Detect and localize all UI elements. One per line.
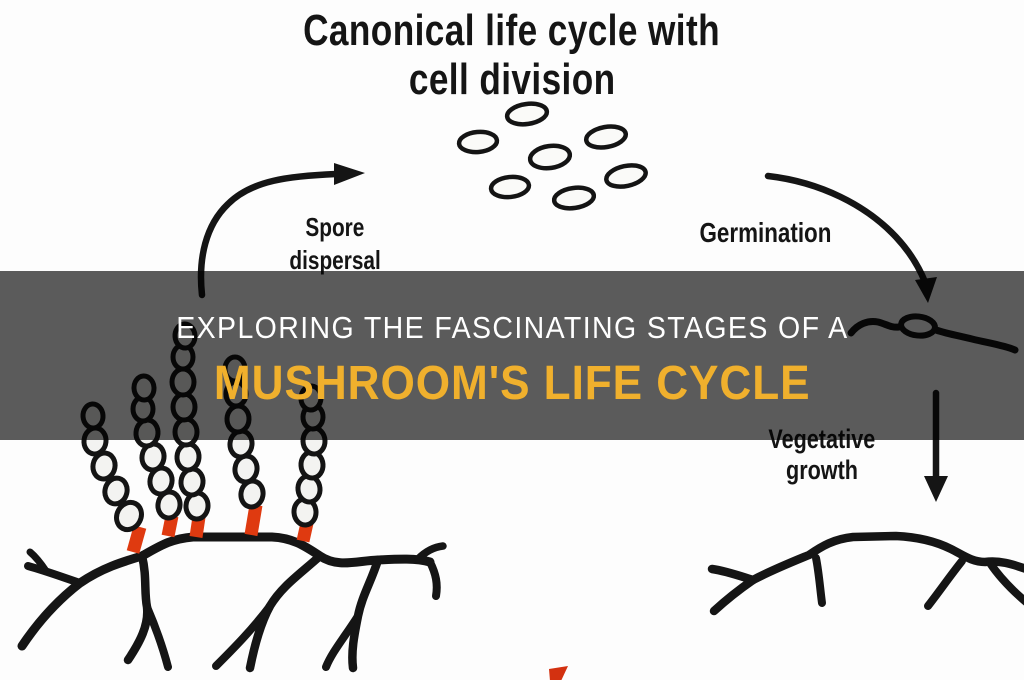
diagram-title: Canonical life cycle with cell division [0, 6, 1024, 105]
mature-mycelium-icon [17, 532, 447, 673]
label-germination: Germination [640, 217, 890, 249]
label-spore-dispersal-line1: Spore [305, 212, 365, 242]
diagram-title-line1: Canonical life cycle with [303, 6, 721, 55]
diagram-title-line2: cell division [408, 55, 616, 105]
label-spore-dispersal: Spore dispersal [230, 211, 440, 278]
young-mycelium-icon [707, 531, 1024, 616]
red-arrow-fragment-icon [549, 666, 568, 680]
spores-cluster-icon [456, 101, 648, 211]
headline-banner: EXPLORING THE FASCINATING STAGES OF A MU… [0, 271, 1024, 440]
headline-line2: MUSHROOM'S LIFE CYCLE [213, 357, 811, 410]
headline-line1: EXPLORING THE FASCINATING STAGES OF A [175, 310, 849, 345]
spore-dispersal-arrow-icon [197, 163, 365, 299]
label-germination-text: Germination [699, 217, 831, 248]
label-spore-dispersal-line2: dispersal [289, 245, 381, 276]
label-vegetative-growth-line2: growth [785, 455, 858, 486]
